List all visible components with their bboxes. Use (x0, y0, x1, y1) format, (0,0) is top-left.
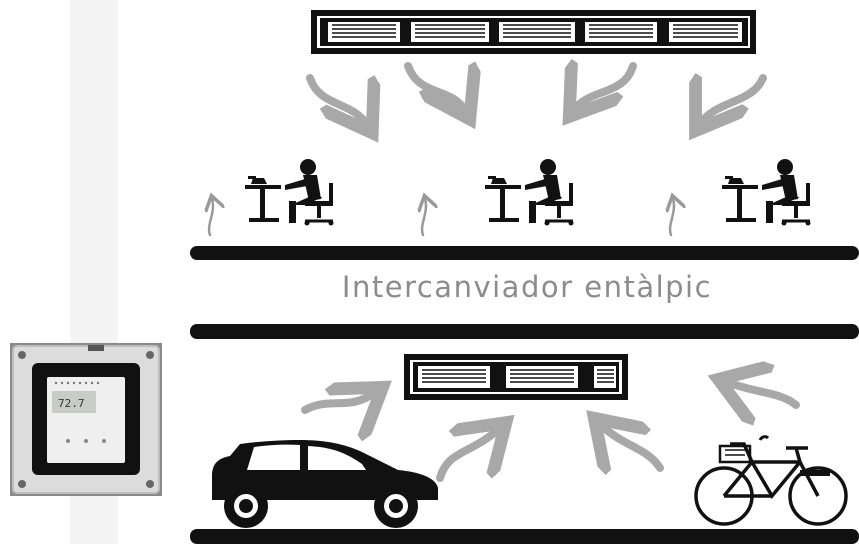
car-icon (212, 440, 438, 528)
floor-label: Intercanviador entàlpic (341, 270, 713, 304)
thermostat-display: 72.7 (58, 397, 85, 410)
garage-floor-slab (190, 529, 859, 544)
bicycle-icon (694, 435, 848, 526)
office-floor-slab (190, 246, 859, 260)
office-worker-icon (720, 157, 812, 227)
office-worker-icon (483, 157, 575, 227)
extraction-airflow-arrows (209, 198, 674, 237)
garage-ceiling-slab (190, 324, 859, 339)
office-worker-icon (243, 157, 335, 227)
garage-airflow-arrows (301, 382, 800, 482)
supply-airflow-arrows (306, 66, 767, 126)
garage-vent-grille-icon (404, 354, 628, 400)
thermostat-icon: 72.7 (10, 343, 162, 496)
ceiling-vent-grille-icon (311, 10, 756, 54)
